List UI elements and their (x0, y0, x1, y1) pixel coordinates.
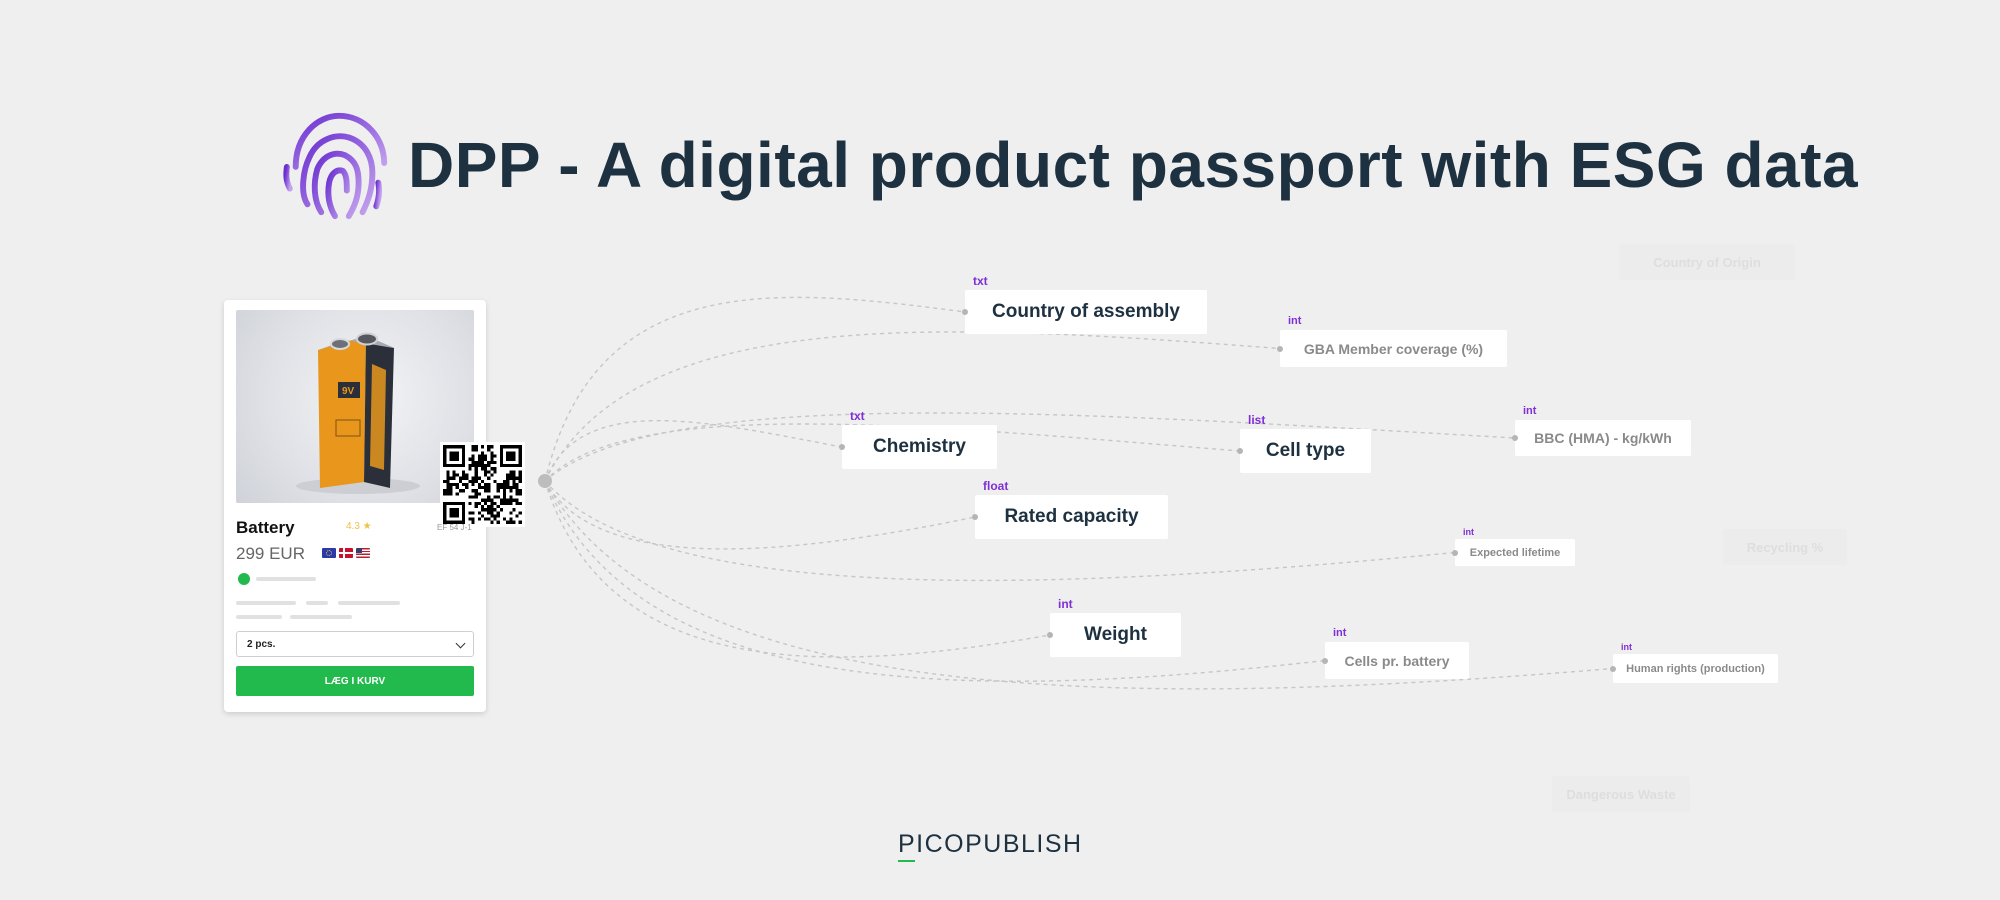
product-price: 299 EUR (236, 544, 305, 563)
node-anchor (1322, 657, 1328, 664)
node-label: Weight (1084, 624, 1147, 645)
node-anchor (839, 444, 845, 450)
node-weight[interactable]: int Weight (1047, 597, 1181, 657)
node-anchor (1277, 345, 1283, 352)
quantity-value: 2 pcs. (247, 638, 276, 650)
qr-caption: EF 54 J-1 (437, 523, 472, 532)
node-anchor (1610, 665, 1616, 672)
node-anchor (1452, 549, 1458, 556)
type-tag: txt (850, 409, 865, 423)
node-cell-type[interactable]: list Cell type (1237, 413, 1371, 473)
eu-flag-icon (322, 548, 336, 558)
node-anchor (1047, 632, 1053, 638)
node-chemistry[interactable]: txt Chemistry (839, 409, 997, 469)
node-anchor (1512, 435, 1518, 441)
node-country-of-assembly[interactable]: txt Country of assembly (962, 274, 1207, 334)
node-label: GBA Member coverage (%) (1303, 340, 1484, 357)
qr-code-icon[interactable] (440, 442, 525, 527)
connector-line (544, 480, 976, 550)
quantity-select[interactable]: 2 pcs. (236, 631, 474, 657)
faded-node-recycling: Recycling % (1723, 529, 1847, 565)
country-flags (322, 548, 370, 558)
node-anchor (962, 309, 968, 315)
type-tag: int (1523, 405, 1537, 417)
node-gba-member-coverage[interactable]: int GBA Member coverage (%) (1277, 315, 1507, 367)
node-label: Expected lifetime (1469, 546, 1561, 559)
node-cells-pr-battery[interactable]: int Cells pr. battery (1322, 627, 1469, 679)
node-bbc-hma[interactable]: int BBC (HMA) - kg/kWh (1512, 405, 1691, 456)
fingerprint-icon (283, 112, 388, 220)
type-tag: int (1058, 597, 1073, 611)
placeholder-line (306, 601, 328, 605)
product-name: Battery (236, 518, 295, 537)
placeholder-line (290, 615, 352, 619)
faded-node-label: Country of Origin (1653, 254, 1761, 270)
faded-node-label: Recycling % (1746, 539, 1824, 555)
connection-hub (538, 474, 552, 488)
title-row: DPP - A digital product passport with ES… (278, 100, 1858, 230)
faded-node-dangerous-waste: Dangerous Waste (1552, 776, 1690, 812)
node-anchor (972, 514, 978, 520)
node-label: Rated capacity (1004, 506, 1139, 527)
brand-accent (898, 860, 915, 862)
connector-line (544, 419, 843, 482)
placeholder-line (338, 601, 400, 605)
node-label: Cells pr. battery (1344, 652, 1450, 669)
battery-image: 9V (236, 310, 474, 503)
node-label: Cell type (1265, 440, 1346, 461)
svg-text:9V: 9V (342, 386, 355, 397)
page-title: DPP - A digital product passport with ES… (408, 129, 1859, 201)
faded-node-country-of-origin: Country of Origin (1619, 244, 1795, 280)
add-to-cart-button[interactable]: LÆG I KURV (236, 666, 474, 696)
node-label: Country of assembly (992, 301, 1180, 322)
placeholder-line (256, 577, 316, 581)
type-tag: int (1621, 642, 1632, 652)
node-expected-lifetime[interactable]: int Expected lifetime (1452, 527, 1575, 566)
in-stock-indicator (238, 573, 250, 585)
type-tag: float (983, 479, 1009, 493)
chevron-down-icon (455, 638, 466, 649)
type-tag: int (1333, 627, 1347, 639)
faded-node-label: Dangerous Waste (1566, 786, 1676, 802)
type-tag: int (1288, 315, 1302, 327)
placeholder-line (236, 601, 296, 605)
product-card[interactable]: 9V Battery 4.3 ★ 299 EUR 2 pcs. LÆG I KU… (224, 300, 486, 712)
node-label: Human rights (production) (1626, 662, 1765, 675)
rating: 4.3 ★ (346, 521, 372, 532)
type-tag: int (1463, 527, 1474, 537)
connector-line (544, 480, 1326, 682)
node-rated-capacity[interactable]: float Rated capacity (972, 479, 1168, 539)
type-tag: list (1248, 413, 1266, 427)
us-flag-icon (356, 548, 370, 558)
node-anchor (1237, 448, 1243, 454)
placeholder-line (236, 615, 282, 619)
type-tag: txt (973, 274, 988, 288)
node-label: Chemistry (873, 436, 966, 457)
node-human-rights[interactable]: int Human rights (production) (1610, 642, 1778, 683)
node-label: BBC (HMA) - kg/kWh (1534, 430, 1672, 446)
danish-flag-icon (339, 548, 353, 558)
brand-logo: PICOPUBLISH (898, 830, 1083, 858)
